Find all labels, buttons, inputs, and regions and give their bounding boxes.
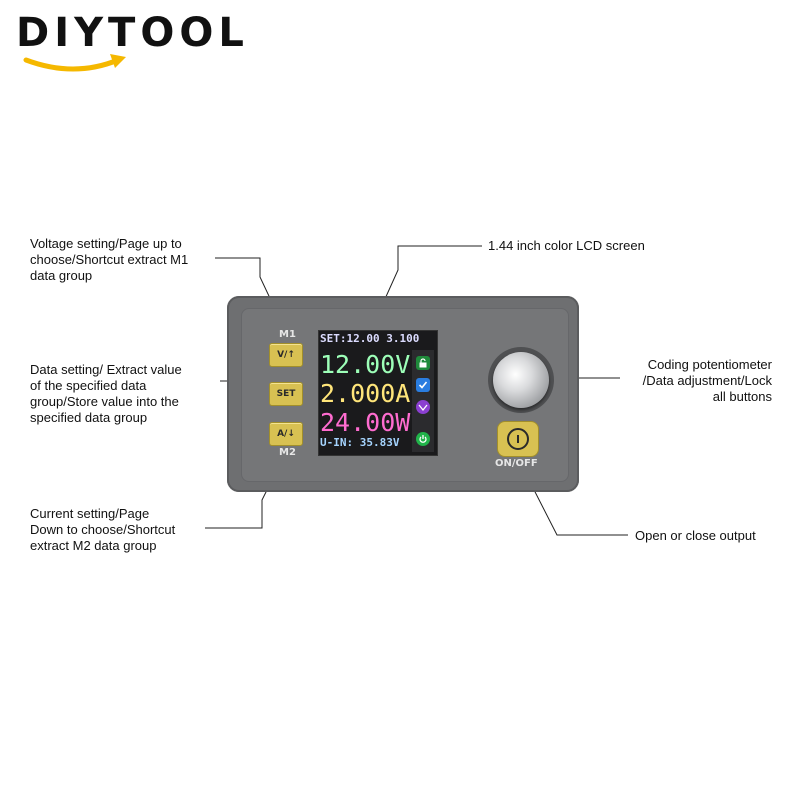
annotation-voltage-setting: Voltage setting/Page up to choose/Shortc… <box>30 236 189 283</box>
brand-logo-text: DIYTOOL <box>16 10 249 56</box>
annotation-lcd-screen: 1.44 inch color LCD screen <box>488 238 645 253</box>
m1-label: M1 <box>279 329 296 340</box>
annotation-open-close: Open or close output <box>635 528 756 543</box>
annotation-data-setting: Data setting/ Extract value of the speci… <box>30 362 182 425</box>
check-icon <box>416 378 430 392</box>
lcd-input-voltage: U-IN: 35.83V <box>320 436 400 449</box>
voltage-up-button[interactable]: V/↑ <box>269 343 303 367</box>
on-off-label: ON/OFF <box>495 458 538 469</box>
power-icon <box>507 428 529 450</box>
unlock-icon <box>416 356 430 370</box>
lcd-power: 24.00W <box>320 408 411 437</box>
lcd-voltage: 12.00V <box>320 350 411 379</box>
annotation-potentiometer: Coding potentiometer /Data adjustment/Lo… <box>642 357 772 404</box>
annotation-current-setting: Current setting/Page Down to choose/Shor… <box>30 506 176 553</box>
logo-smile-arrow-icon <box>23 54 126 72</box>
set-button[interactable]: SET <box>269 382 303 406</box>
current-down-button[interactable]: A/↓ <box>269 422 303 446</box>
m2-label: M2 <box>279 447 296 458</box>
output-on-icon <box>416 432 430 446</box>
lcd-set-line: SET:12.00 3.100 <box>320 332 420 345</box>
on-off-button[interactable] <box>497 421 539 457</box>
coding-potentiometer-knob[interactable] <box>493 352 549 408</box>
lcd-current: 2.000A <box>320 379 411 408</box>
cv-mode-icon <box>416 400 430 414</box>
